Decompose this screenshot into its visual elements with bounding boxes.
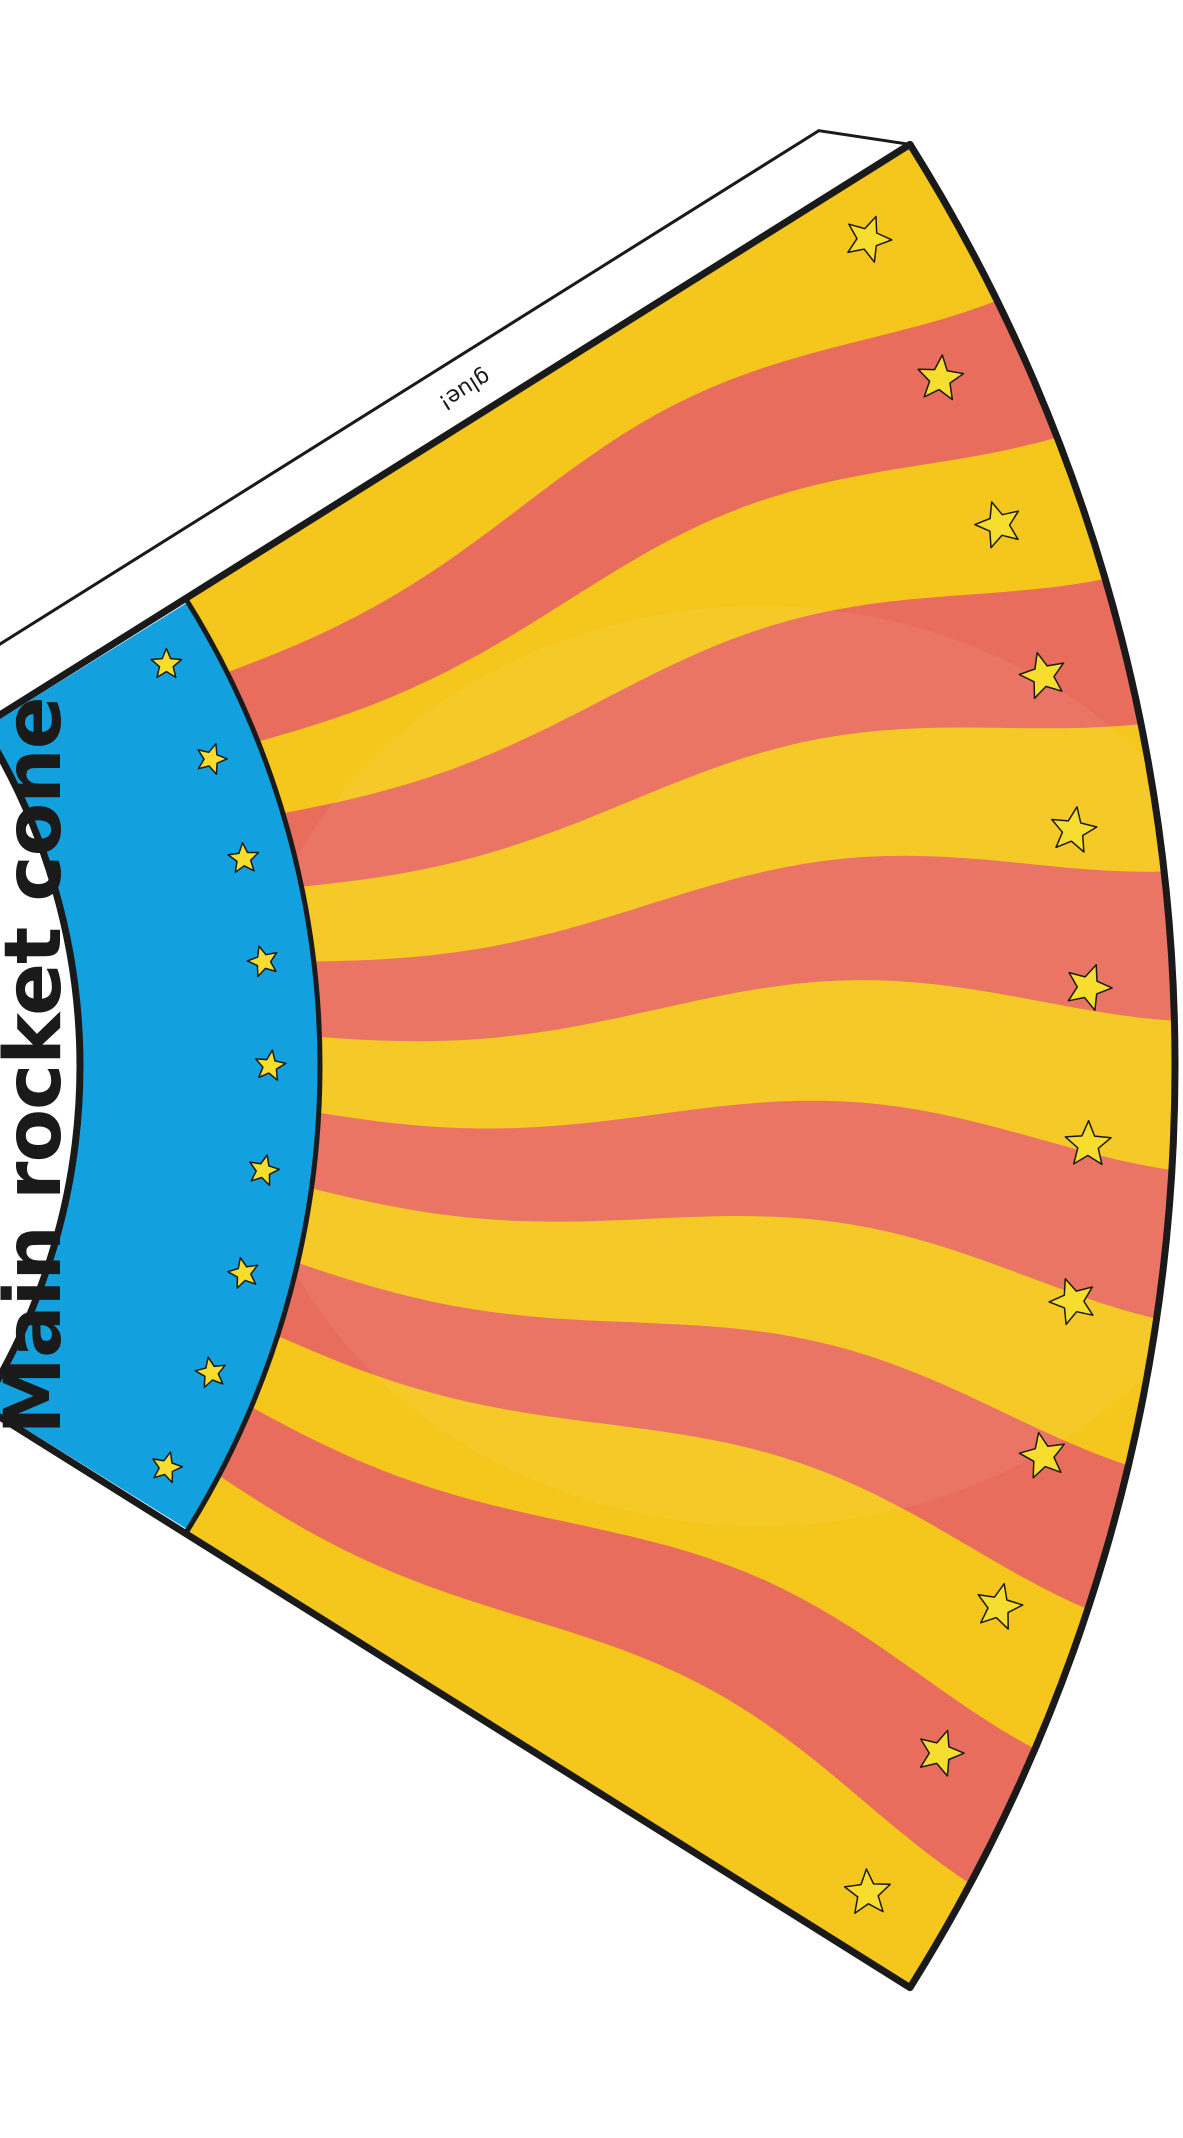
template-title: Main rocket cone (0, 697, 79, 1434)
